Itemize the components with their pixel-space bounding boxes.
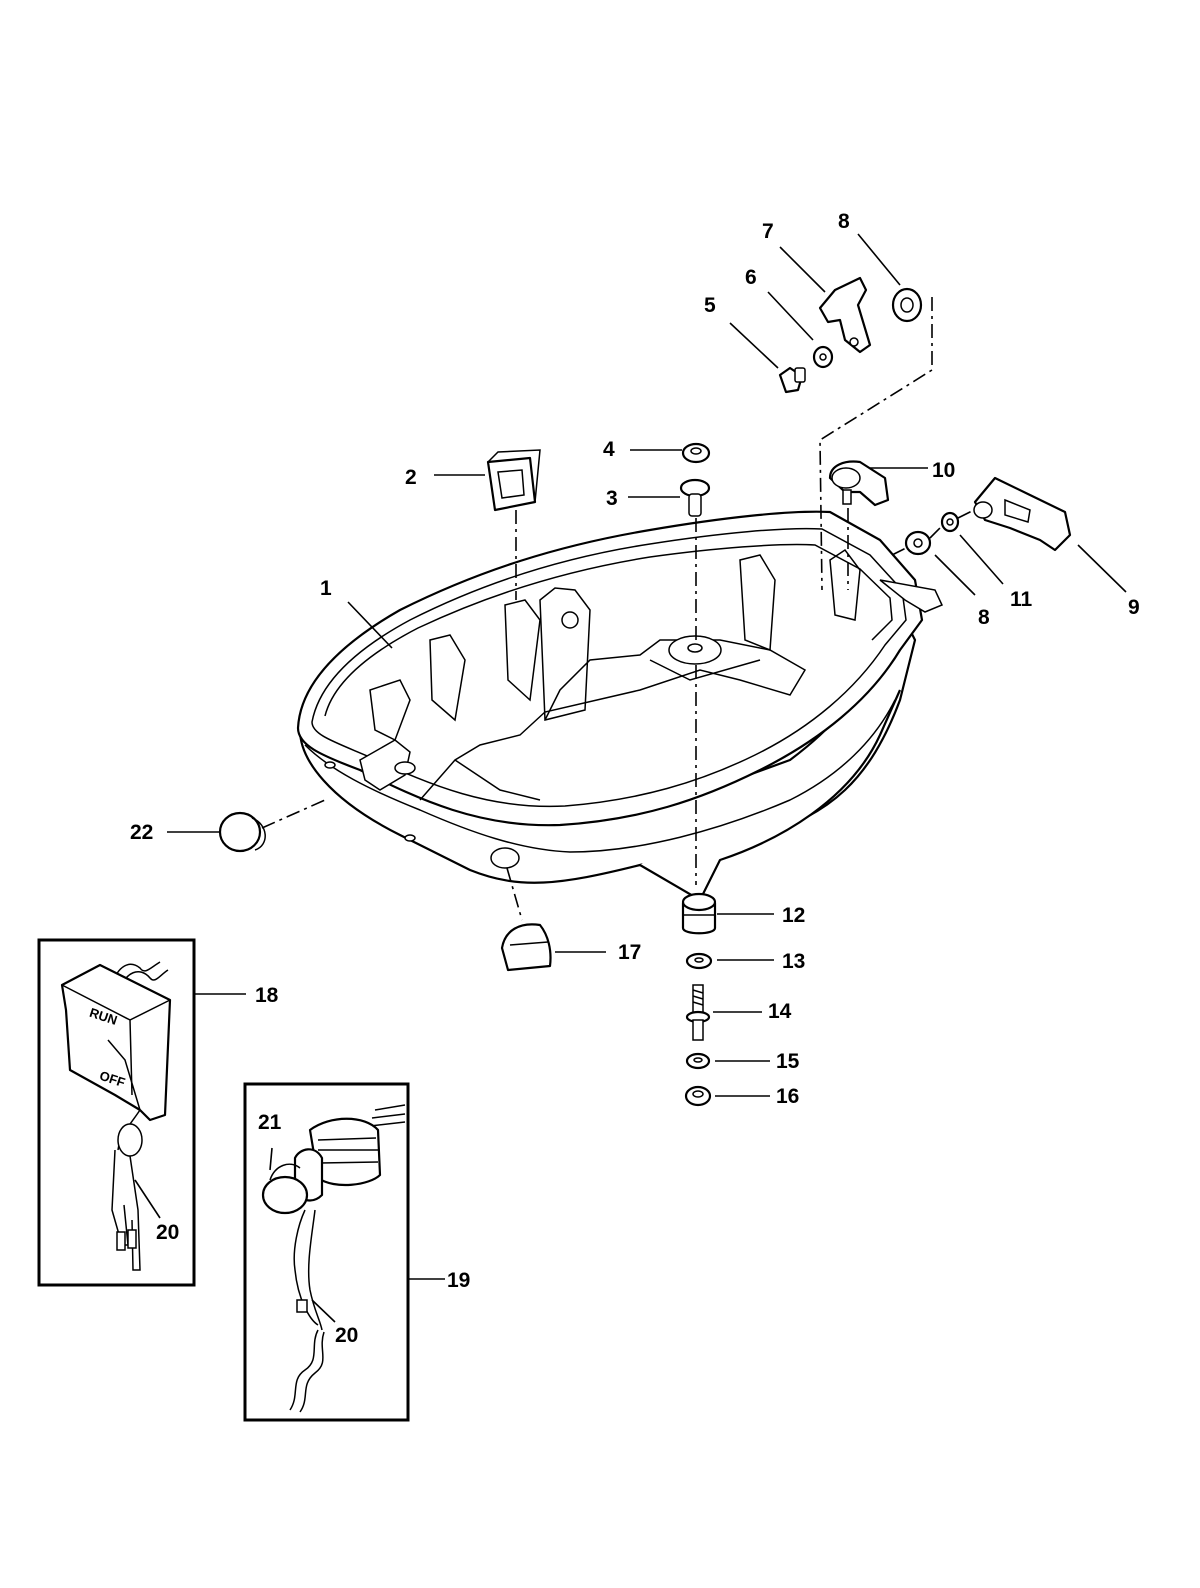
callout-7: 7 <box>762 220 774 243</box>
callout-12: 12 <box>782 904 805 927</box>
callout-8-upper: 8 <box>838 210 850 233</box>
leader-lines <box>167 233 1127 1097</box>
callout-9: 9 <box>1128 596 1140 619</box>
callout-6: 6 <box>745 266 757 289</box>
callout-10: 10 <box>932 459 955 482</box>
callout-18: 18 <box>255 984 279 1007</box>
callout-5: 5 <box>704 294 716 317</box>
screw-part-5 <box>778 366 806 394</box>
nut-part-4 <box>681 442 711 464</box>
plug-part-17 <box>500 923 552 972</box>
latch-handle-part-9 <box>973 476 1072 552</box>
callout-16: 16 <box>776 1085 799 1108</box>
callout-11: 11 <box>1010 588 1033 611</box>
bottom-cowl <box>296 510 944 902</box>
callout-14: 14 <box>768 1000 792 1023</box>
callout-8-lower: 8 <box>978 606 990 629</box>
nut-part-8-upper <box>891 287 923 323</box>
inset-part-19 <box>243 1082 445 1422</box>
nut-part-16 <box>684 1085 712 1107</box>
inset-part-18: RUN OFF <box>37 938 246 1287</box>
callout-19: 19 <box>447 1269 470 1292</box>
washer-part-13 <box>685 952 713 970</box>
assembly-lines <box>261 297 975 921</box>
callout-4: 4 <box>603 438 615 461</box>
washer-part-15 <box>685 1052 711 1070</box>
callout-20-right: 20 <box>335 1324 358 1347</box>
callout-2: 2 <box>405 466 417 489</box>
nut-part-8-lower <box>904 530 932 556</box>
grommet-part-12 <box>681 892 717 935</box>
washer-part-6 <box>812 345 834 369</box>
callout-13: 13 <box>782 950 805 973</box>
callout-3: 3 <box>606 487 618 510</box>
callout-20-left: 20 <box>156 1221 179 1244</box>
cap-part-22 <box>218 811 266 853</box>
callout-21: 21 <box>258 1111 282 1134</box>
latch-hook-part-10 <box>828 460 890 507</box>
bolt-part-3 <box>679 478 711 517</box>
callout-15: 15 <box>776 1050 800 1073</box>
washer-part-11 <box>940 511 960 533</box>
latch-lever-part-7 <box>818 276 872 354</box>
callout-1: 1 <box>320 577 332 600</box>
callout-22: 22 <box>130 821 153 844</box>
callout-labels: 1 2 3 4 5 6 7 8 8 9 10 11 12 13 14 15 16… <box>130 210 1140 1347</box>
callout-17: 17 <box>618 941 641 964</box>
stud-part-14 <box>685 984 711 1041</box>
grommet-part-2 <box>486 449 541 512</box>
